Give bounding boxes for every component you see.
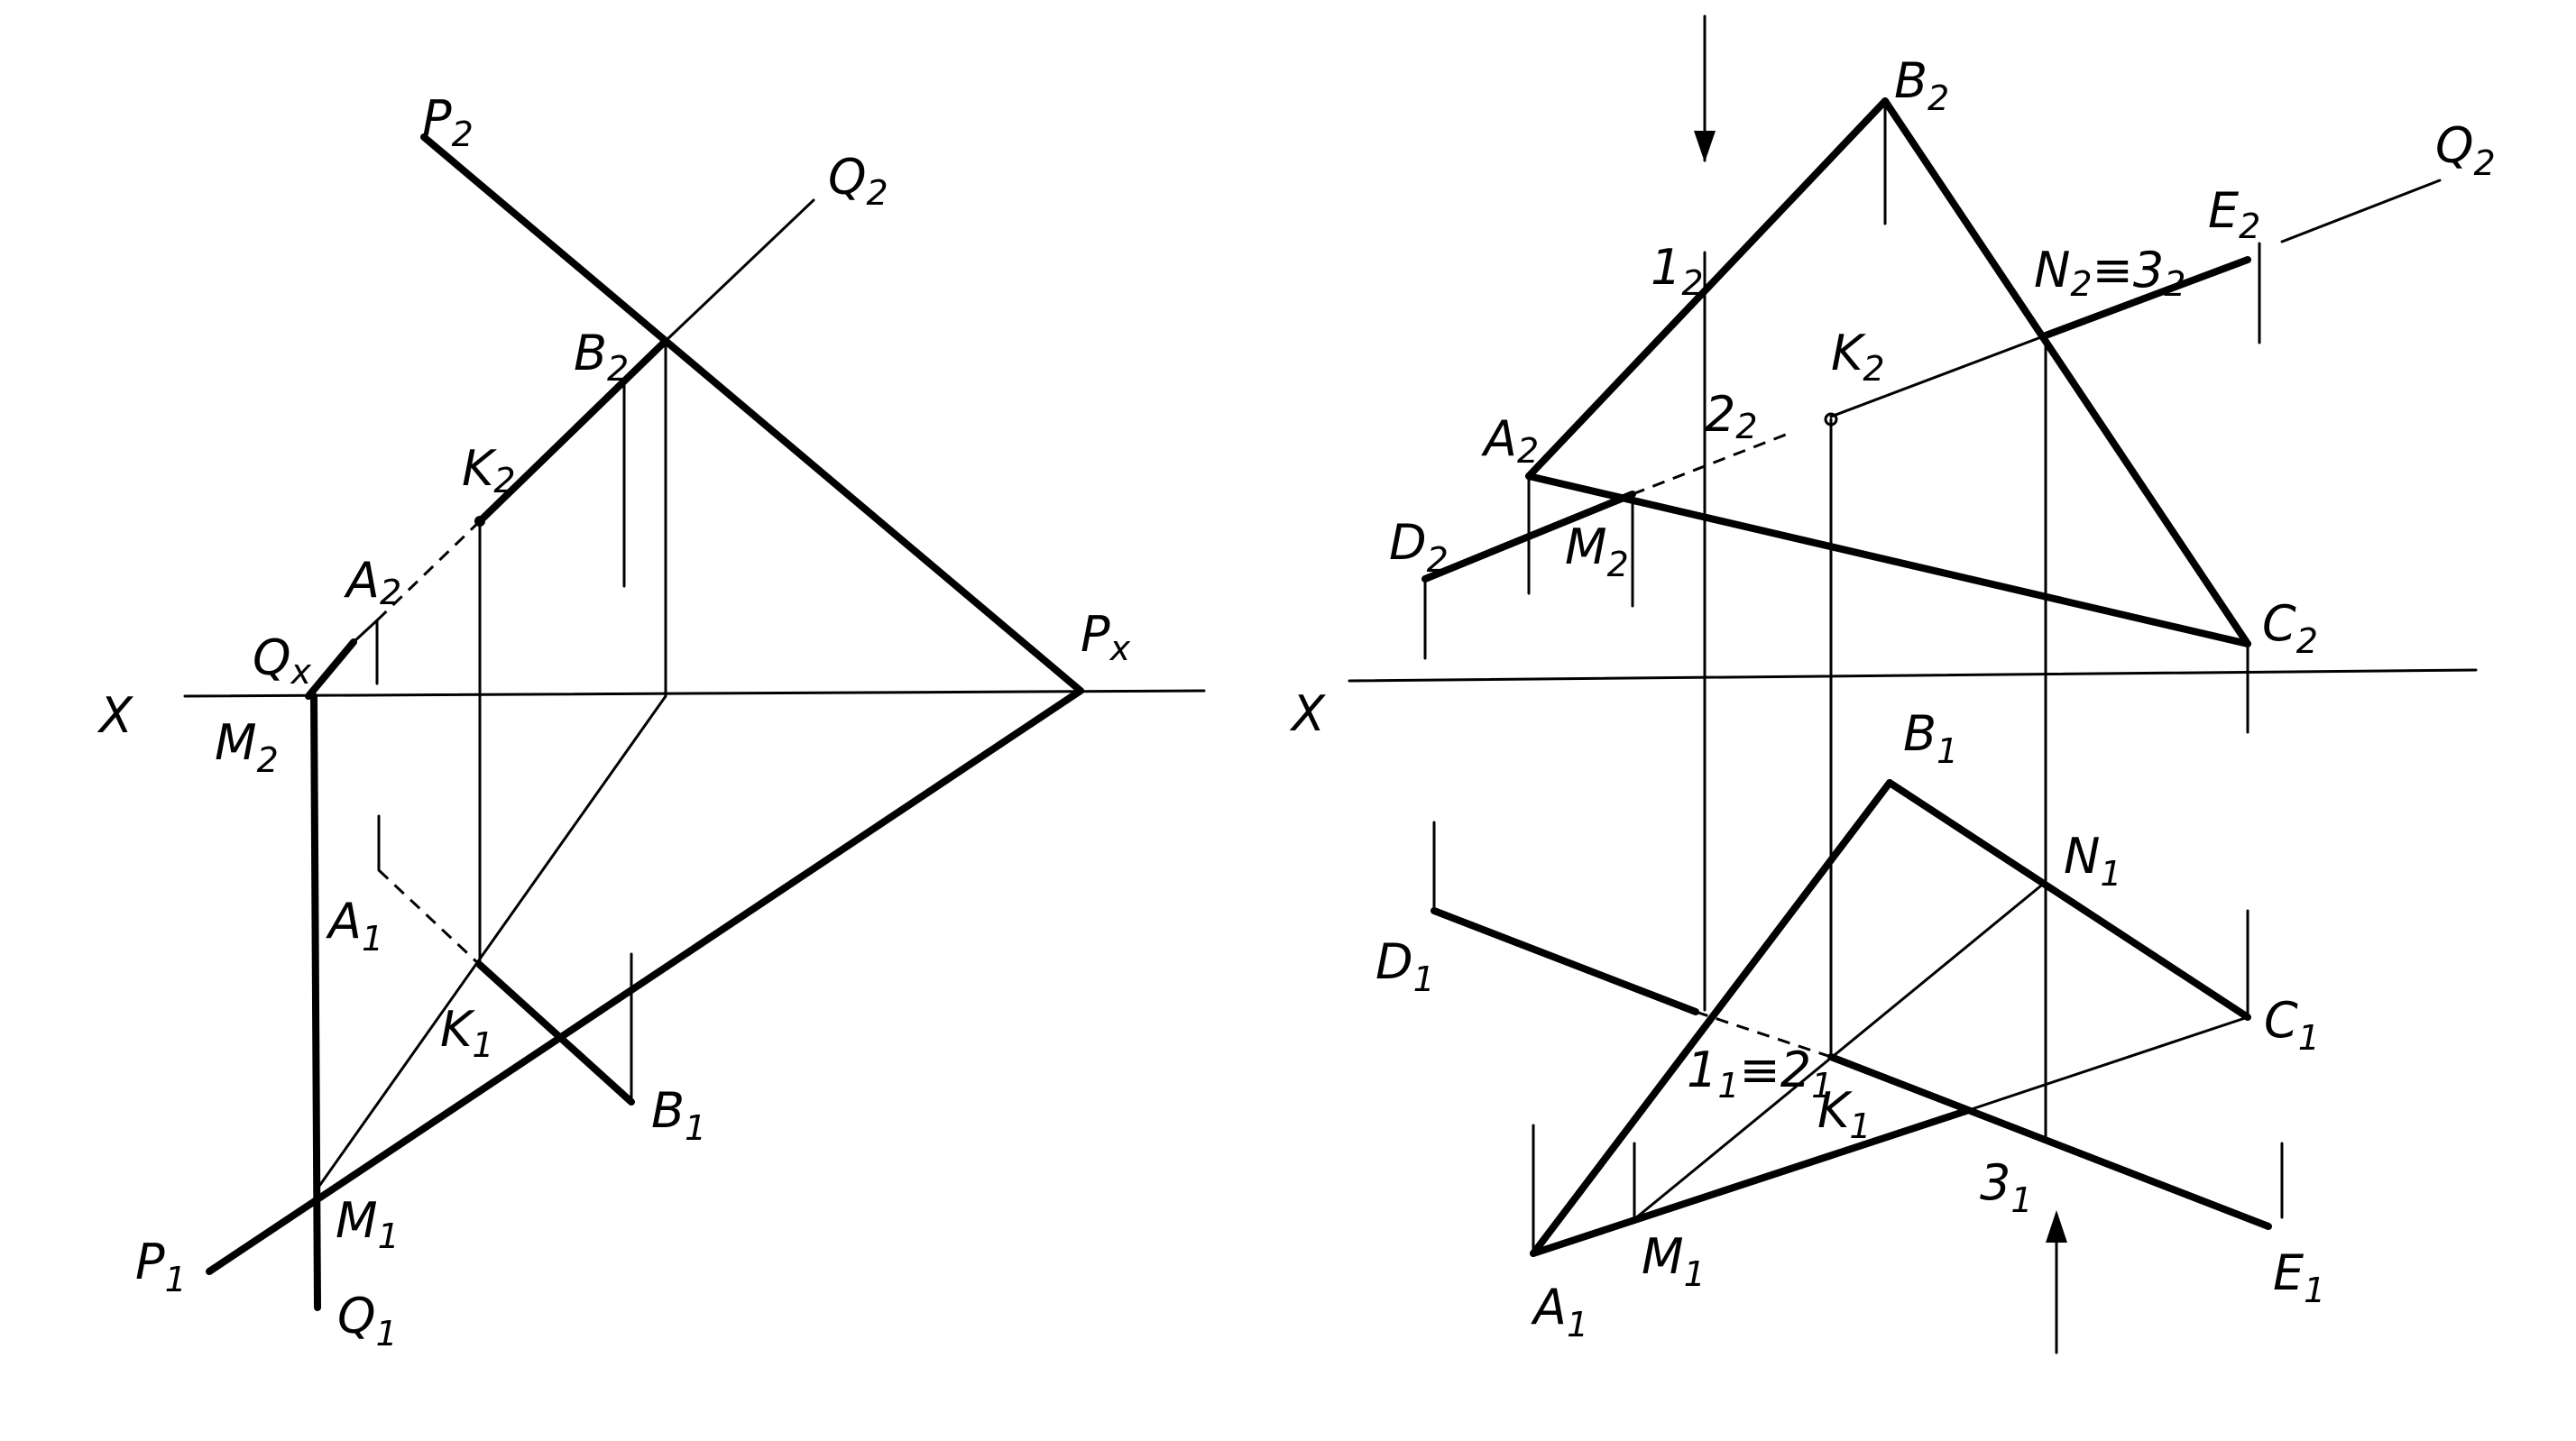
label-x-right: X [1289,685,1326,742]
label-px: Px [1081,606,1131,668]
segment-m2-22-hidden [1632,431,1791,496]
label-n2-eq-32: N2≡32 [2034,242,2185,304]
label-a1-right: A1 [1531,1279,1588,1345]
trace-q1 [310,693,321,1311]
label-m1-right: M1 [1642,1228,1706,1294]
arrow-top-head [1694,131,1716,162]
label-k1-right: K1 [1817,1082,1872,1146]
label-11-eq-21: 11≡21 [1687,1042,1833,1106]
label-b1: B1 [651,1082,706,1148]
label-b1-right: B1 [1903,705,1958,771]
label-m2-right: M2 [1565,519,1629,584]
segment-d1-1 [1431,907,1699,1015]
label-q2-right: Q2 [2435,117,2496,183]
label-x-left: X [97,687,133,744]
right-figure: B2 Q2 12 N2≡32 E2 K2 A2 22 D2 M2 C2 X B1… [1289,14,2496,1354]
label-q2: Q2 [828,149,888,213]
segment-b2-k2 [476,337,669,525]
segment-a1-k1-hidden [377,868,482,967]
label-31: 31 [1980,1154,2033,1220]
segment-k2-a2-hidden [375,519,482,622]
trace-q2-lower [352,619,379,644]
label-n1: N1 [2064,828,2122,894]
label-a1: A1 [326,893,383,959]
trace-q2-upper [664,198,815,343]
label-p2: P2 [422,90,474,154]
edge-a1-c1-part [1530,1107,1970,1257]
label-c1: C1 [2264,992,2320,1058]
label-e2: E2 [2208,182,2260,246]
trace-q2-right [2280,179,2442,243]
segment-k1-e1 [1827,1053,2272,1230]
arrow-bottom-head [2046,1210,2067,1243]
label-k2-right: K2 [1831,325,1885,389]
label-k2: K2 [462,440,516,500]
label-a2-right: A2 [1481,410,1539,471]
label-qx: Qx [253,629,312,692]
left-x-axis [183,689,1206,698]
segment-1-k1-hidden [1695,1010,1832,1059]
edge-b2-c2 [1881,97,2251,647]
label-m1: M1 [336,1192,400,1256]
label-b2: B2 [574,325,629,389]
edge-a1-c1-rest [1964,1015,2249,1113]
left-figure: P2 Q2 B2 K2 A2 Qx Px X M2 A1 K1 B1 P1 M1… [97,90,1206,1354]
segment-k1-b1 [476,961,635,1106]
label-p1: P1 [135,1234,187,1299]
segment-qx [305,638,357,700]
label-a2: A2 [344,552,401,612]
trace-p2 [420,133,1084,694]
segment-n2-e2 [2042,256,2251,339]
label-d1: D1 [1375,933,1435,999]
edge-a2-b2 [1525,97,1889,480]
segment-k2-n2 [1829,334,2047,418]
line-helper-m1 [316,694,667,1190]
label-e1: E1 [2273,1244,2325,1310]
edge-b1-c1 [1886,779,2251,1021]
edge-a2-c2 [1525,473,2251,647]
label-d2: D2 [1389,514,1449,580]
label-22: 22 [1705,386,1758,446]
label-c2: C2 [2262,595,2318,661]
edge-a1-b1 [1530,779,1893,1257]
label-b2-right: B2 [1894,52,1949,118]
trace-p1 [206,687,1084,1275]
label-q1: Q1 [337,1288,398,1354]
right-x-axis [1348,668,2478,683]
label-m2: M2 [215,714,279,780]
label-k1: K1 [440,1001,494,1065]
line-m1-n1 [1633,880,2047,1221]
point-k2 [474,516,485,527]
label-12: 12 [1651,239,1704,303]
